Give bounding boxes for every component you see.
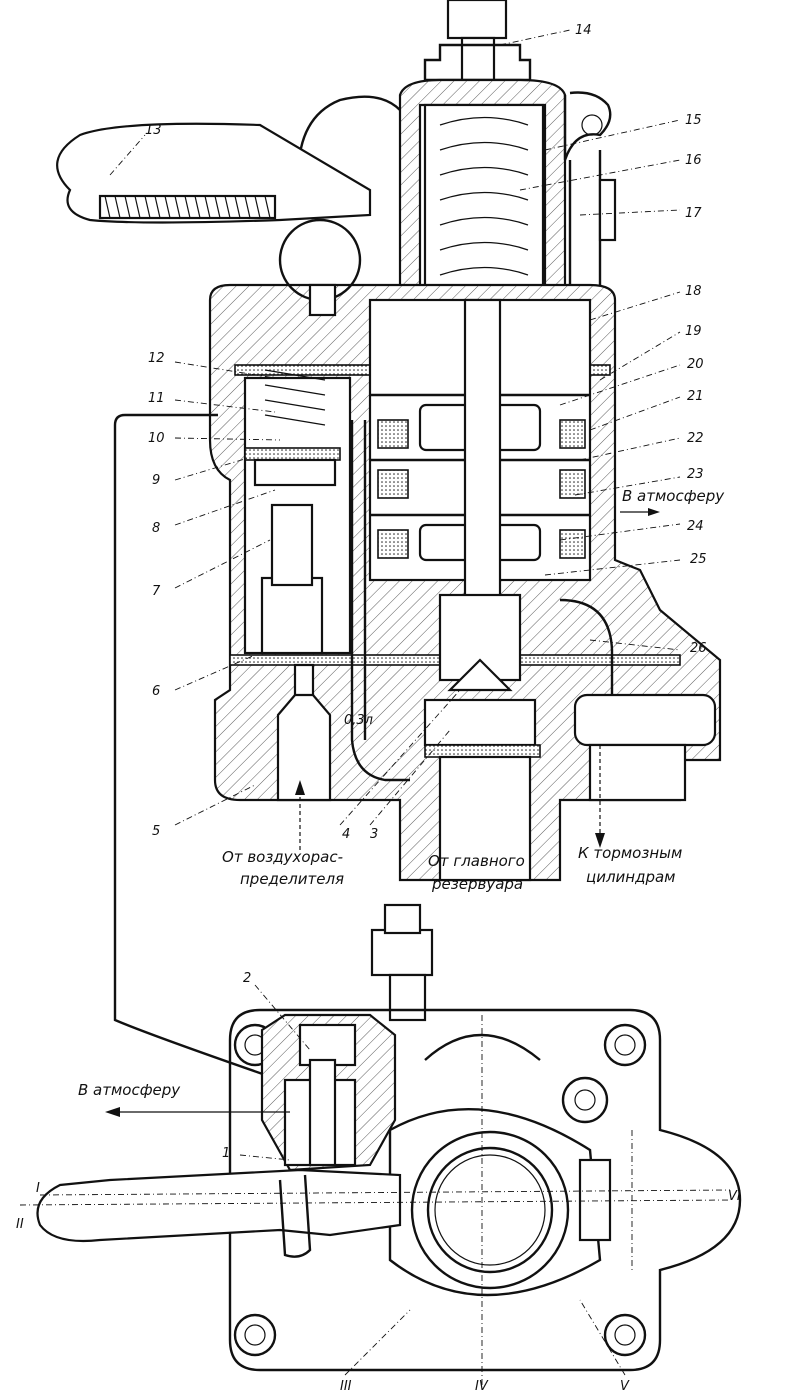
flow-arrows	[105, 508, 660, 1117]
label-23: 23	[687, 467, 704, 482]
label-15: 15	[685, 113, 702, 128]
to-atmosphere-right: В атмосферу	[622, 487, 725, 505]
position-III: III	[340, 1379, 352, 1394]
part-labels: 1 2 3 4 5 6 7 8 9 10 11 12 13 14 15 16 1…	[16, 23, 741, 1394]
label-2: 2	[243, 971, 251, 986]
position-VI: VI	[728, 1189, 741, 1204]
position-I: I	[36, 1181, 40, 1196]
label-3: 3	[370, 827, 378, 842]
position-V: V	[620, 1379, 630, 1394]
label-19: 19	[685, 324, 702, 339]
lower-crane-body	[19, 903, 742, 1385]
label-24: 24	[687, 519, 704, 534]
label-16: 16	[685, 153, 702, 168]
label-20: 20	[687, 357, 704, 372]
leader-lines	[109, 29, 681, 1376]
spring-12	[264, 369, 326, 426]
label-6: 6	[152, 684, 160, 699]
label-18: 18	[685, 284, 702, 299]
label-12: 12	[148, 351, 165, 366]
label-7: 7	[152, 584, 161, 599]
from-distributor-line1: От воздухорас-	[222, 848, 343, 866]
position-IV: IV	[475, 1379, 489, 1394]
label-13: 13	[145, 123, 162, 138]
label-25: 25	[690, 552, 707, 567]
label-26: 26	[690, 641, 707, 656]
lever-13	[56, 122, 372, 317]
spring-16	[439, 116, 529, 276]
upper-valve-body	[208, 0, 722, 882]
from-distributor-line2: пределителя	[240, 870, 344, 888]
label-8: 8	[152, 521, 160, 536]
to-cylinders-line2: цилиндрам	[586, 868, 676, 886]
adjusting-screw-head	[446, 0, 508, 40]
label-11: 11	[148, 391, 165, 406]
label-4: 4	[342, 827, 350, 842]
label-9: 9	[152, 473, 160, 488]
to-cylinders-line1: К тормозным	[578, 844, 682, 862]
label-5: 5	[152, 824, 160, 839]
from-reservoir-line1: От главного	[428, 852, 525, 870]
label-10: 10	[148, 431, 165, 446]
label-21: 21	[687, 389, 704, 404]
label-22: 22	[687, 431, 704, 446]
to-atmosphere-left: В атмосферу	[78, 1081, 181, 1099]
label-14: 14	[575, 23, 592, 38]
position-II: II	[16, 1217, 24, 1232]
from-reservoir-line2: резервуара	[431, 875, 523, 893]
volume-label: 0,3л	[344, 713, 373, 728]
label-17: 17	[685, 206, 702, 221]
connecting-pipe	[113, 413, 281, 1082]
label-1: 1	[222, 1146, 230, 1161]
